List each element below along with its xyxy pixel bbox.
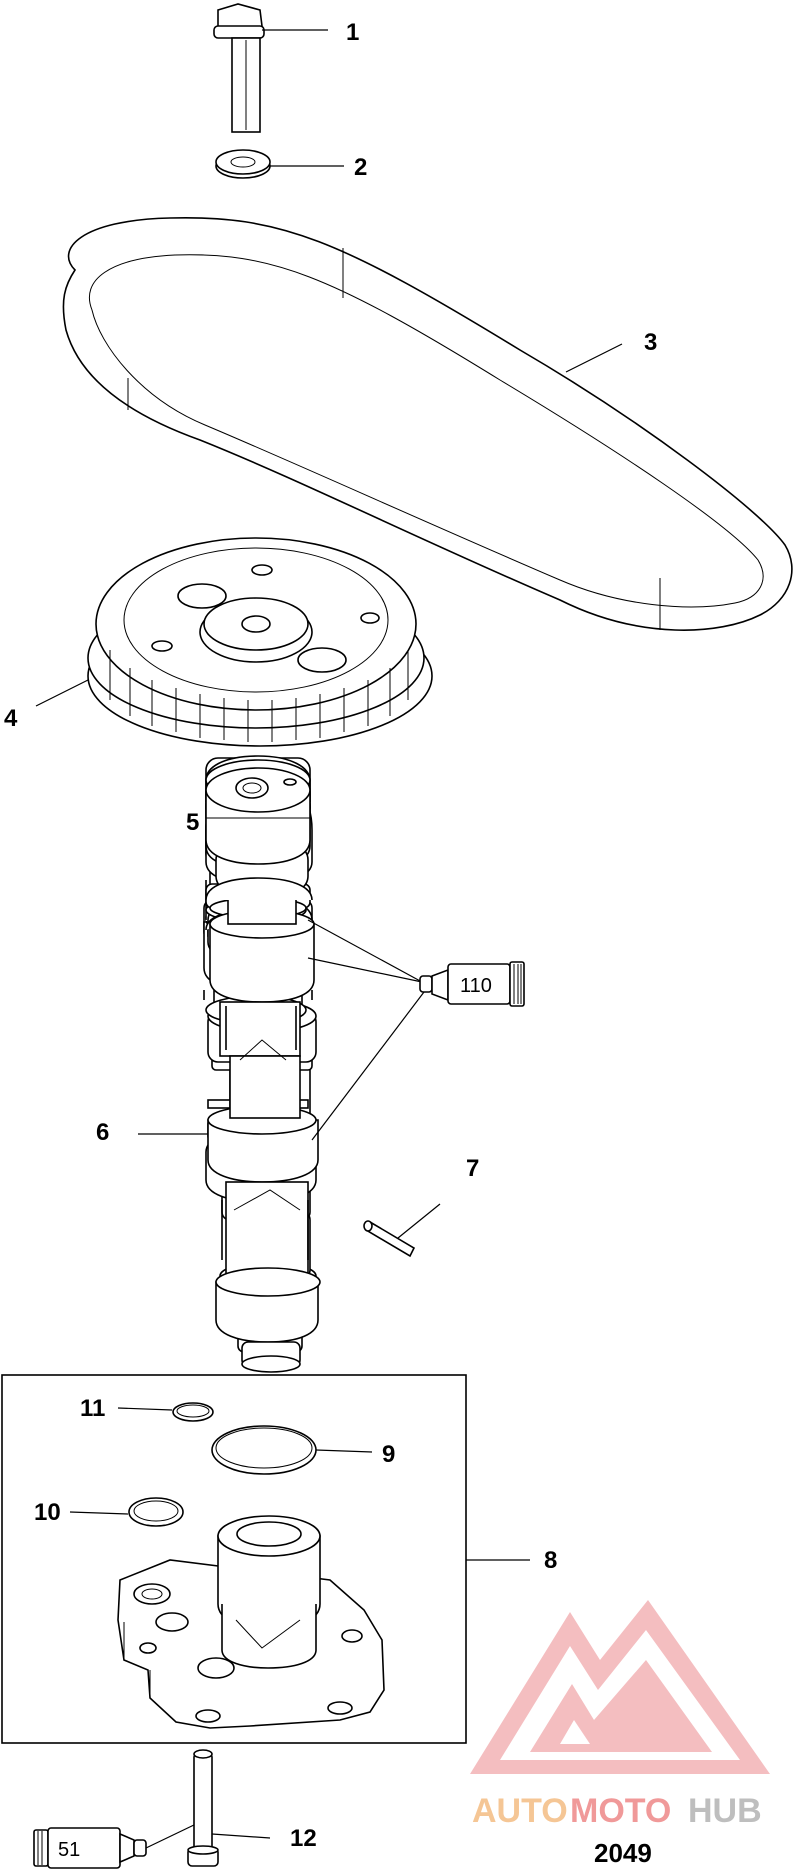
leader-9	[315, 1449, 373, 1453]
leader-110-c	[311, 991, 425, 1141]
o-ring-part-9	[211, 1425, 317, 1475]
leader-110-a	[307, 919, 423, 983]
o-ring-part-10	[128, 1497, 184, 1527]
figure-number: 2049	[594, 1838, 652, 1868]
leader-51	[145, 1823, 197, 1849]
leader-3	[565, 343, 623, 373]
timing-belt-part-3	[62, 216, 793, 631]
oil-pump-group-box	[1, 1374, 467, 1744]
cam-pulley-part-4	[87, 537, 433, 747]
camshaft-body	[205, 767, 321, 1373]
o-ring-part-11	[172, 1402, 214, 1422]
tube-51-label: 51	[58, 1839, 80, 1861]
bolt-part-12	[187, 1749, 219, 1867]
logo-text-auto: AUTO	[472, 1792, 568, 1830]
callout-1: 1	[346, 19, 359, 46]
leader-12	[211, 1833, 271, 1839]
bolt-part-1	[213, 3, 265, 133]
callout-6: 6	[96, 1119, 109, 1146]
oil-pump-housing-part-8	[117, 1515, 385, 1729]
callout-5: 5	[186, 809, 199, 836]
callout-4: 4	[4, 705, 18, 732]
leader-10	[69, 1511, 129, 1515]
sealant-tube-110: 110	[419, 961, 525, 1007]
logo-text-moto: MOTO	[570, 1792, 671, 1830]
leader-110-b	[307, 957, 423, 983]
callout-3: 3	[644, 329, 657, 356]
callout-2: 2	[354, 154, 367, 181]
callout-8: 8	[544, 1547, 557, 1574]
callout-11: 11	[80, 1395, 105, 1422]
sealant-tube-51: 51	[33, 1827, 147, 1869]
callout-9: 9	[382, 1441, 395, 1468]
logo-text-hub: HUB	[688, 1792, 762, 1830]
leader-7	[397, 1203, 441, 1239]
callout-10: 10	[34, 1499, 61, 1526]
callout-7: 7	[466, 1155, 479, 1182]
callout-12: 12	[290, 1825, 317, 1852]
leader-11	[117, 1407, 173, 1411]
automotohub-logo: AUTO MOTO HUB	[470, 1600, 770, 1830]
tube-110-label: 110	[460, 975, 492, 997]
roll-pin-part-7	[363, 1220, 416, 1258]
washer-part-2	[215, 149, 271, 179]
leader-4	[35, 679, 89, 707]
